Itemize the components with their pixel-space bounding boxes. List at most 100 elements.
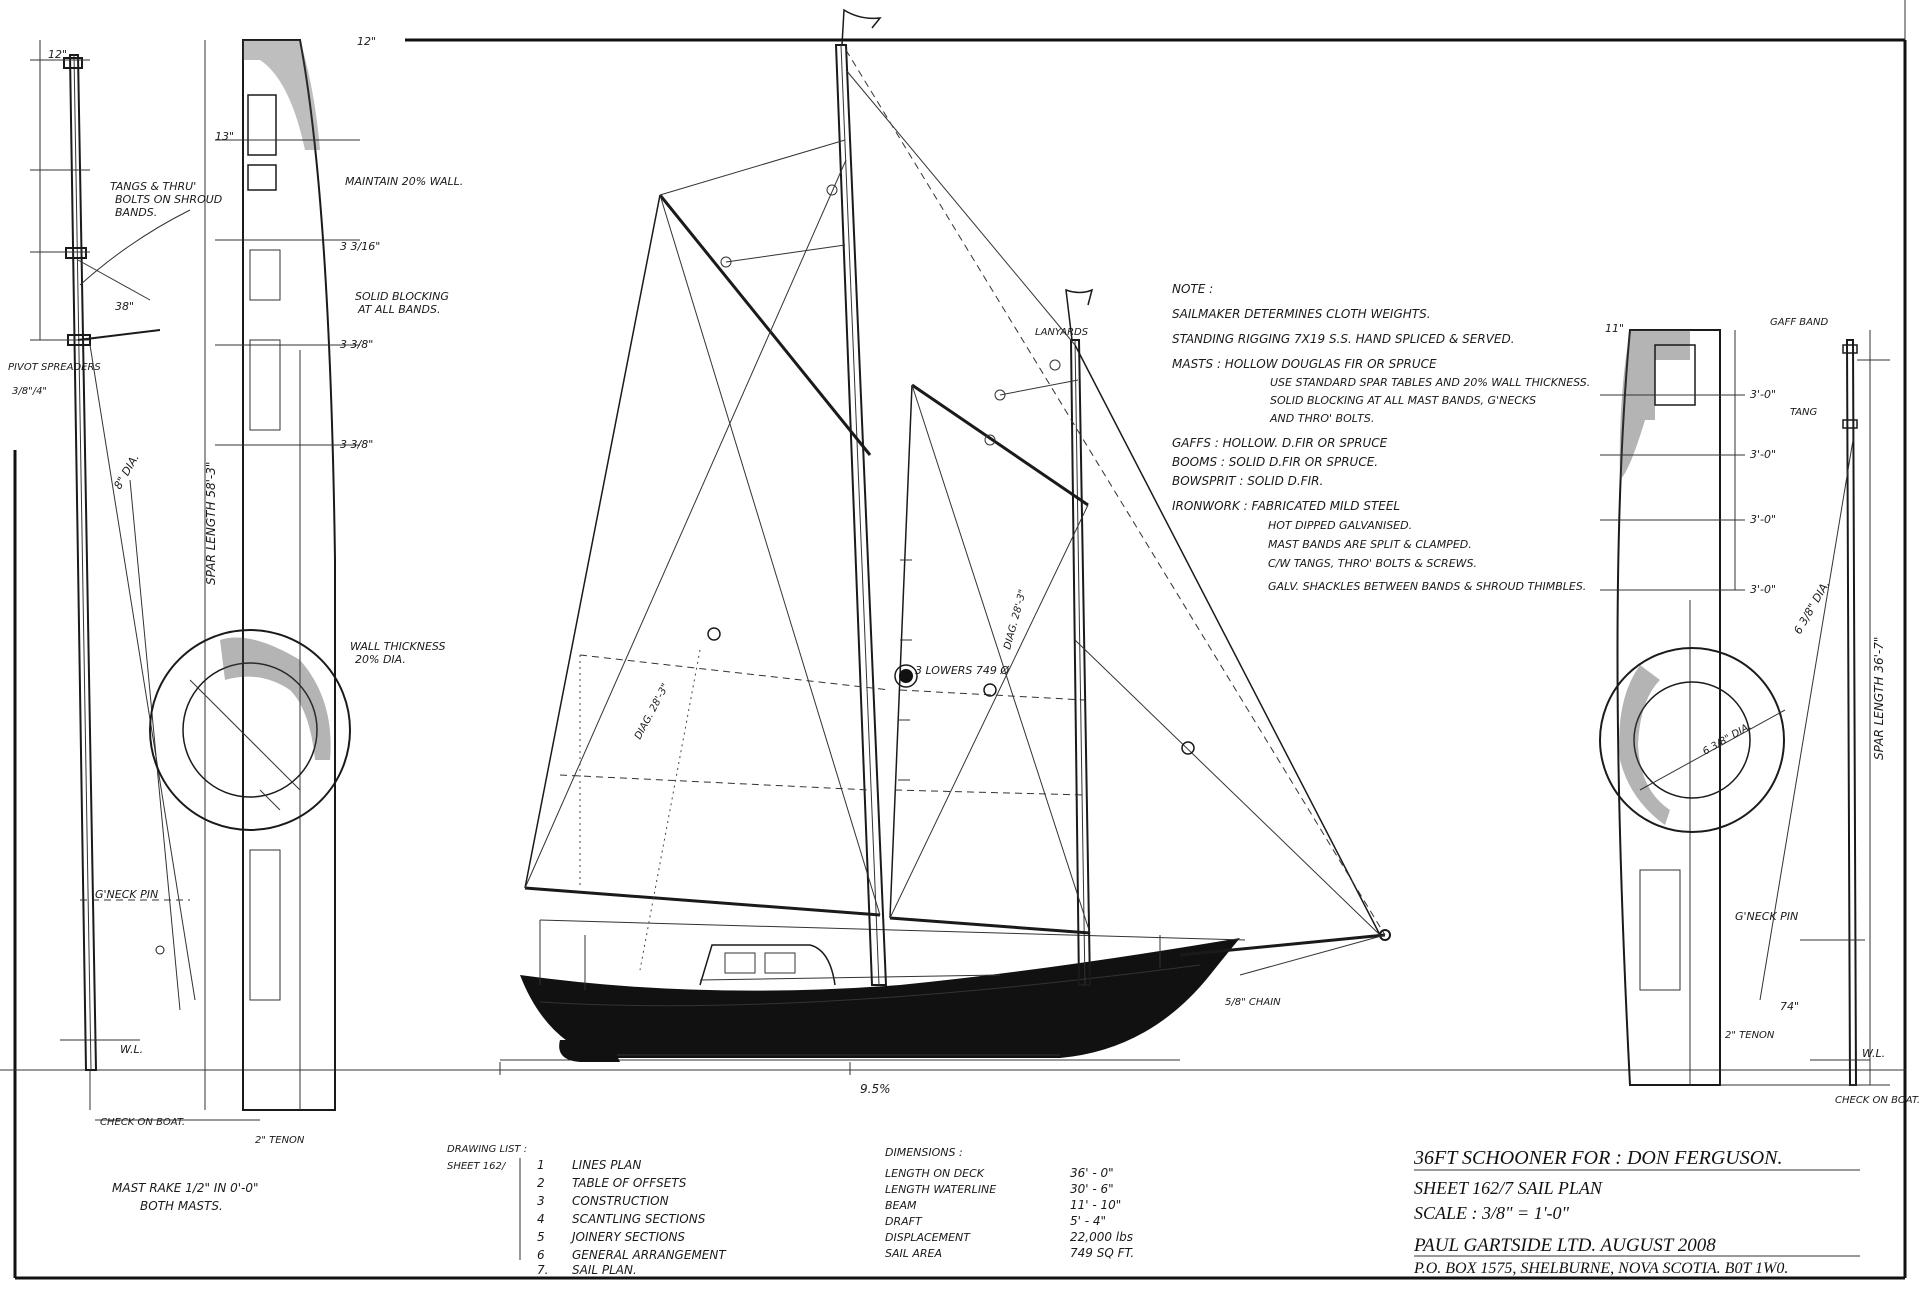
mast-rake-line-2: BOTH MASTS. xyxy=(140,1199,223,1213)
left-dia-label: 8" DIA. xyxy=(111,452,142,492)
forestay-note: 5/8" CHAIN xyxy=(1225,997,1281,1008)
left-dim-d: 3 3/8" xyxy=(340,438,373,451)
dl-no-6: 6 xyxy=(537,1248,545,1262)
note-line-8: BOOMS : SOLID D.FIR OR SPRUCE. xyxy=(1172,455,1378,469)
dim-label-5: DISPLACEMENT xyxy=(885,1231,971,1244)
left-wl: W.L. xyxy=(120,1043,143,1056)
right-dia-label: 6 3/8" DIA. xyxy=(1791,578,1832,636)
note-line-2: STANDING RIGGING 7X19 S.S. HAND SPLICED … xyxy=(1172,332,1515,346)
right-dim-top: 11" xyxy=(1605,322,1624,335)
lanyards-label: LANYARDS xyxy=(1035,327,1089,338)
dl-no-2: 2 xyxy=(537,1176,545,1190)
solid-blocking-label: SOLID BLOCKING xyxy=(355,290,449,303)
left-dim-c: 3 3/8" xyxy=(340,338,373,351)
dl-title-4: SCANTLING SECTIONS xyxy=(572,1212,706,1226)
dim-value-2: 30' - 6" xyxy=(1070,1182,1114,1196)
note-line-1: SAILMAKER DETERMINES CLOTH WEIGHTS. xyxy=(1172,307,1431,321)
dl-no-7: 7. xyxy=(537,1263,548,1277)
dim-value-6: 749 SQ FT. xyxy=(1070,1246,1134,1260)
title-line-4: PAUL GARTSIDE LTD. AUGUST 2008 xyxy=(1413,1235,1716,1256)
dl-no-5: 5 xyxy=(537,1230,545,1244)
right-height: 74" xyxy=(1780,1000,1799,1013)
right-dim-c: 3'-0" xyxy=(1750,513,1776,526)
title-line-1: 36FT SCHOONER FOR : DON FERGUSON. xyxy=(1413,1147,1783,1169)
dl-no-1: 1 xyxy=(537,1158,545,1172)
right-tenon: 2" TENON xyxy=(1725,1030,1775,1041)
note-line-5: SOLID BLOCKING AT ALL MAST BANDS, G'NECK… xyxy=(1270,394,1536,407)
left-dim-12: 12" xyxy=(357,35,376,48)
tang-label: TANG xyxy=(1790,407,1818,418)
note-line-3: MASTS : HOLLOW DOUGLAS FIR OR SPRUCE xyxy=(1172,357,1437,371)
sail-plan-profile xyxy=(499,8,1391,1075)
title-block: 36FT SCHOONER FOR : DON FERGUSON. SHEET … xyxy=(1413,1147,1860,1277)
dim-value-5: 22,000 lbs xyxy=(1070,1230,1133,1244)
dl-title-6: GENERAL ARRANGEMENT xyxy=(572,1248,727,1262)
right-section-dia: 6 3/8" DIA. xyxy=(1701,721,1754,758)
mast-rake-line-1: MAST RAKE 1/2" IN 0'-0" xyxy=(112,1181,259,1195)
right-check-on-boat: CHECK ON BOAT. xyxy=(1835,1095,1920,1106)
dimensions-block: DIMENSIONS : LENGTH ON DECK 36' - 0" LEN… xyxy=(885,1146,1134,1260)
diag-a-label: DIAG. 28'-3" xyxy=(633,682,672,742)
dim-value-3: 11' - 10" xyxy=(1070,1198,1121,1212)
note-line-11: HOT DIPPED GALVANISED. xyxy=(1268,519,1412,532)
gaff-band-label: GAFF BAND xyxy=(1770,317,1828,328)
right-wl: W.L. xyxy=(1862,1047,1885,1060)
dim-value-4: 5' - 4" xyxy=(1070,1214,1106,1228)
tangs-note-3: BANDS. xyxy=(115,206,157,219)
left-dim-b: 3 3/16" xyxy=(340,240,380,253)
dl-no-4: 4 xyxy=(537,1212,545,1226)
title-line-3: SCALE : 3/8" = 1'-0" xyxy=(1414,1203,1570,1223)
dimensions-heading: DIMENSIONS : xyxy=(885,1146,963,1159)
dl-title-7: SAIL PLAN. xyxy=(572,1263,637,1277)
dl-title-1: LINES PLAN xyxy=(572,1158,641,1172)
left-mast-detail xyxy=(30,39,360,1121)
dl-title-5: JOINERY SECTIONS xyxy=(570,1230,685,1244)
dim-label-4: DRAFT xyxy=(885,1215,923,1228)
notes-heading: NOTE : xyxy=(1172,282,1213,296)
left-gneck-pin: G'NECK PIN xyxy=(95,888,158,901)
dl-title-3: CONSTRUCTION xyxy=(572,1194,669,1208)
note-line-10: IRONWORK : FABRICATED MILD STEEL xyxy=(1172,499,1400,513)
pivot-spreaders-value: 3/8"/4" xyxy=(12,386,47,397)
dim-label-2: LENGTH WATERLINE xyxy=(885,1183,996,1196)
wall-thickness-label: WALL THICKNESS xyxy=(350,640,446,653)
mast-rake-note: MAST RAKE 1/2" IN 0'-0" BOTH MASTS. xyxy=(112,1181,259,1213)
maintain-wall-label: MAINTAIN 20% WALL. xyxy=(345,175,463,188)
dl-no-3: 3 xyxy=(537,1194,545,1208)
dl-title-2: TABLE OF OFFSETS xyxy=(572,1176,687,1190)
drawing-list-sheet: SHEET 162/ xyxy=(447,1161,507,1172)
left-tenon: 2" TENON xyxy=(255,1135,305,1146)
right-dim-a: 3'-0" xyxy=(1750,388,1776,401)
right-dim-d: 3'-0" xyxy=(1750,583,1776,596)
tangs-note-2: BOLTS ON SHROUD xyxy=(115,193,222,206)
right-dim-b: 3'-0" xyxy=(1750,448,1776,461)
title-line-5: P.O. BOX 1575, SHELBURNE, NOVA SCOTIA. B… xyxy=(1413,1260,1788,1277)
note-line-12: MAST BANDS ARE SPLIT & CLAMPED. xyxy=(1268,538,1472,551)
left-dim-a: 13" xyxy=(215,130,234,143)
note-line-6: AND THRO' BOLTS. xyxy=(1269,412,1374,425)
left-dim-top: 12" xyxy=(48,48,67,61)
left-angle-label: 38" xyxy=(115,300,134,313)
right-gneck-pin: G'NECK PIN xyxy=(1735,910,1798,923)
drawing-list-heading: DRAWING LIST : xyxy=(447,1144,527,1155)
title-line-2: SHEET 162/7 SAIL PLAN xyxy=(1414,1178,1603,1198)
note-line-14: GALV. SHACKLES BETWEEN BANDS & SHROUD TH… xyxy=(1268,580,1586,593)
note-line-13: C/W TANGS, THRO' BOLTS & SCREWS. xyxy=(1268,557,1477,570)
dim-label-1: LENGTH ON DECK xyxy=(885,1167,985,1180)
pivot-spreaders-label: PIVOT SPREADERS xyxy=(8,362,101,373)
notes-block: NOTE : SAILMAKER DETERMINES CLOTH WEIGHT… xyxy=(1172,282,1590,593)
right-mast-detail xyxy=(1599,329,1890,1086)
lowers-label: 3 LOWERS 749 Ø xyxy=(915,664,1009,677)
drawing-list: DRAWING LIST : SHEET 162/ 1 LINES PLAN 2… xyxy=(447,1144,727,1277)
note-line-9: BOWSPRIT : SOLID D.FIR. xyxy=(1172,474,1323,488)
waterline-dim: 9.5% xyxy=(860,1082,891,1096)
left-check-on-boat: CHECK ON BOAT. xyxy=(100,1117,185,1128)
diag-b-label: DIAG. 28'-3" xyxy=(1002,588,1029,650)
reef-ticks xyxy=(898,559,912,781)
left-spar-length: SPAR LENGTH 58'-3" xyxy=(204,462,218,585)
right-spar-length: SPAR LENGTH 36'-7" xyxy=(1872,637,1886,760)
note-line-7: GAFFS : HOLLOW. D.FIR OR SPRUCE xyxy=(1172,436,1388,450)
dim-label-3: BEAM xyxy=(885,1199,917,1212)
